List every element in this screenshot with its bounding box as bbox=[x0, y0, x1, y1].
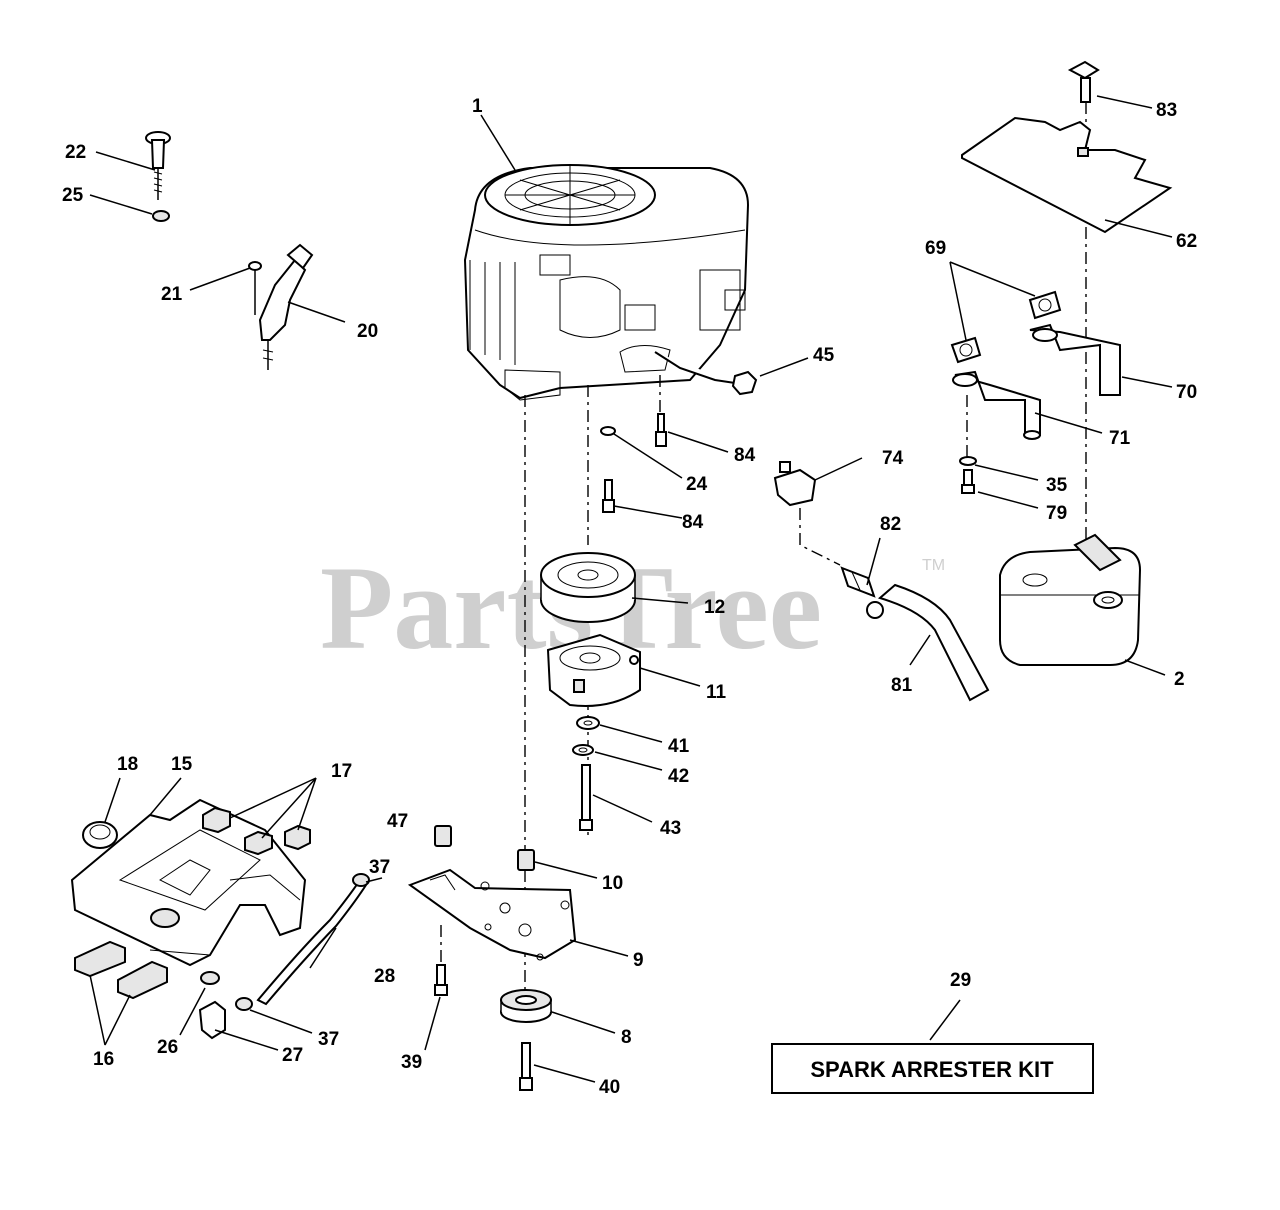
knob-22[interactable] bbox=[145, 131, 171, 200]
gasket-69a[interactable] bbox=[1028, 290, 1062, 320]
callout-70[interactable]: 70 bbox=[1176, 382, 1197, 403]
callouts: 1 2 8 9 10 11 12 15 16 17 18 20 21 22 24… bbox=[62, 96, 1197, 1098]
bolt-79[interactable] bbox=[961, 469, 975, 494]
bolt-43[interactable] bbox=[579, 764, 593, 831]
pulley-12[interactable] bbox=[540, 552, 636, 623]
callout-79[interactable]: 79 bbox=[1046, 503, 1067, 524]
callout-69[interactable]: 69 bbox=[925, 238, 946, 259]
callout-37b[interactable]: 37 bbox=[318, 1029, 339, 1050]
pad-17c[interactable] bbox=[284, 824, 311, 851]
spark-arrester-kit[interactable]: SPARK ARRESTER KIT bbox=[771, 1043, 1094, 1094]
muffler-2[interactable] bbox=[999, 533, 1142, 666]
clutch-11[interactable] bbox=[546, 633, 641, 707]
washer-41[interactable] bbox=[576, 716, 600, 730]
callout-8[interactable]: 8 bbox=[621, 1027, 632, 1048]
elbow-74[interactable] bbox=[773, 461, 817, 507]
fitting-82[interactable] bbox=[840, 566, 884, 619]
pad-16b[interactable] bbox=[117, 960, 168, 1000]
nut-45[interactable] bbox=[654, 351, 758, 396]
callout-12[interactable]: 12 bbox=[704, 597, 725, 618]
washer-42[interactable] bbox=[572, 744, 594, 756]
callout-35[interactable]: 35 bbox=[1046, 475, 1068, 496]
callout-10[interactable]: 10 bbox=[602, 873, 623, 894]
callout-62[interactable]: 62 bbox=[1176, 231, 1197, 252]
knob-83[interactable] bbox=[1067, 60, 1100, 103]
bolt-84-lower[interactable] bbox=[602, 479, 615, 513]
callout-39[interactable]: 39 bbox=[401, 1052, 422, 1073]
callout-74[interactable]: 74 bbox=[882, 448, 904, 469]
spacer-10[interactable] bbox=[517, 849, 535, 871]
pulley-8[interactable] bbox=[500, 989, 552, 1023]
callout-71[interactable]: 71 bbox=[1109, 428, 1131, 449]
engine[interactable] bbox=[463, 164, 750, 401]
watermark-trademark: TM bbox=[922, 557, 945, 574]
shield-62[interactable] bbox=[961, 116, 1173, 234]
exhaust-pipe-71[interactable] bbox=[952, 370, 1041, 440]
callout-43[interactable]: 43 bbox=[660, 818, 681, 839]
bracket-9[interactable] bbox=[407, 868, 577, 961]
axis-line-8 bbox=[799, 508, 841, 566]
callout-16[interactable]: 16 bbox=[93, 1049, 114, 1070]
callout-18[interactable]: 18 bbox=[117, 754, 138, 775]
callout-47[interactable]: 47 bbox=[387, 811, 408, 832]
pad-17a[interactable] bbox=[202, 806, 231, 834]
callout-29[interactable]: 29 bbox=[950, 970, 971, 991]
callout-84a[interactable]: 84 bbox=[734, 445, 756, 466]
callout-1[interactable]: 1 bbox=[472, 96, 483, 117]
pad-16a[interactable] bbox=[74, 940, 126, 978]
callout-84b[interactable]: 84 bbox=[682, 512, 704, 533]
washer-24[interactable] bbox=[600, 426, 616, 436]
callout-83[interactable]: 83 bbox=[1156, 100, 1177, 121]
callout-42[interactable]: 42 bbox=[668, 766, 689, 787]
callout-24[interactable]: 24 bbox=[686, 474, 708, 495]
callout-17[interactable]: 17 bbox=[331, 761, 352, 782]
callout-25[interactable]: 25 bbox=[62, 185, 84, 206]
callout-26[interactable]: 26 bbox=[157, 1037, 178, 1058]
callout-20[interactable]: 20 bbox=[357, 321, 378, 342]
bolt-39[interactable] bbox=[434, 964, 448, 996]
cap-18[interactable] bbox=[82, 821, 118, 849]
spacer-47[interactable] bbox=[434, 825, 452, 847]
bolt-84-upper[interactable] bbox=[655, 413, 667, 447]
callout-22[interactable]: 22 bbox=[65, 142, 86, 163]
callout-28[interactable]: 28 bbox=[374, 966, 395, 987]
washer-35[interactable] bbox=[959, 456, 977, 466]
pad-17b[interactable] bbox=[244, 830, 273, 856]
clamp-26[interactable] bbox=[200, 971, 220, 985]
clamp-37b[interactable] bbox=[235, 997, 253, 1011]
callout-45[interactable]: 45 bbox=[813, 345, 835, 366]
exhaust-pipe-70[interactable] bbox=[1029, 323, 1121, 396]
bolt-40[interactable] bbox=[519, 1042, 533, 1091]
spark-arrester-kit-label: SPARK ARRESTER KIT bbox=[810, 1057, 1054, 1082]
callout-82[interactable]: 82 bbox=[880, 514, 901, 535]
valve-27[interactable] bbox=[198, 1000, 226, 1040]
callout-40[interactable]: 40 bbox=[599, 1077, 620, 1098]
callout-27[interactable]: 27 bbox=[282, 1045, 303, 1066]
bracket-20[interactable] bbox=[258, 243, 314, 370]
callout-21[interactable]: 21 bbox=[161, 284, 183, 305]
callout-9[interactable]: 9 bbox=[633, 950, 644, 971]
hose-81[interactable] bbox=[877, 583, 990, 702]
screw-21[interactable] bbox=[248, 261, 262, 315]
washer-25[interactable] bbox=[152, 210, 170, 222]
gasket-69b[interactable] bbox=[950, 336, 982, 364]
callout-11[interactable]: 11 bbox=[706, 682, 727, 703]
callout-41[interactable]: 41 bbox=[668, 736, 690, 757]
callout-37a[interactable]: 37 bbox=[369, 857, 390, 878]
clamp-37a[interactable] bbox=[352, 873, 370, 887]
callout-2[interactable]: 2 bbox=[1174, 669, 1185, 690]
callout-81[interactable]: 81 bbox=[891, 675, 913, 696]
leader-lines bbox=[89, 95, 1173, 1083]
callout-15[interactable]: 15 bbox=[171, 754, 193, 775]
